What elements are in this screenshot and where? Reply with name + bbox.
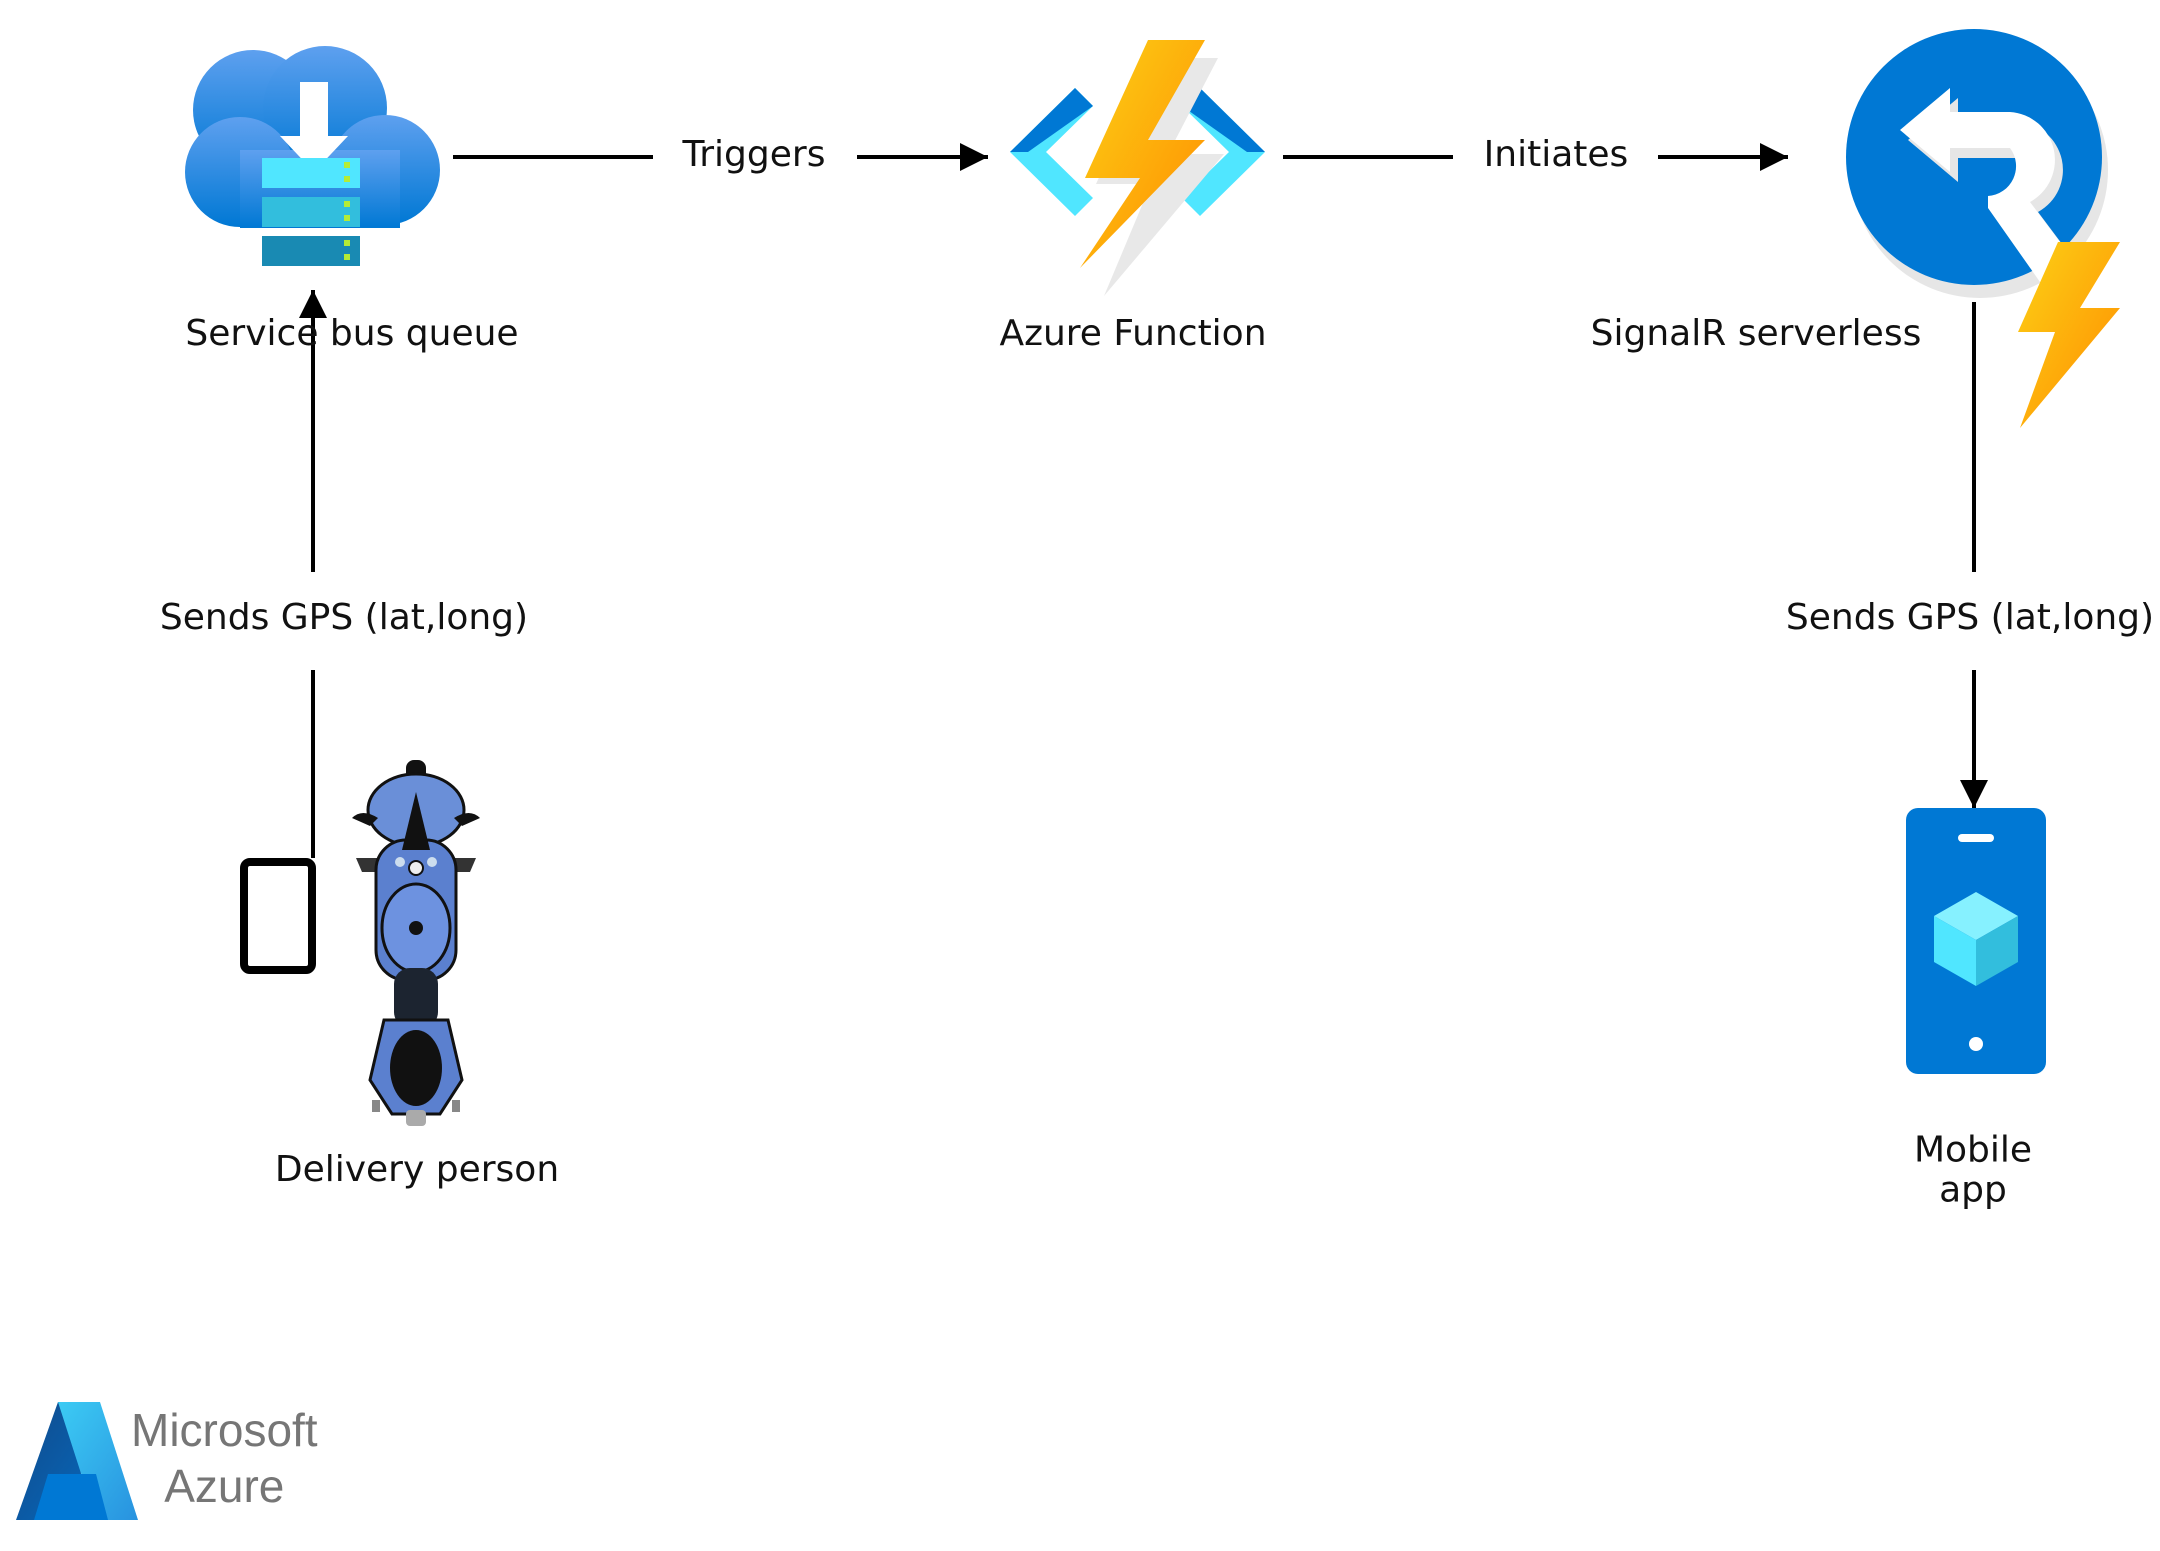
microsoft-azure-logo-text: Microsoft Azure [131,1402,318,1514]
tablet-icon [240,858,316,974]
mobile-app-icon [1906,808,2046,1074]
azure-function-label: Azure Function [999,313,1267,355]
mobile-app-label: Mobile app [1914,1130,2032,1209]
initiates-edge-label: Initiates [1483,134,1629,176]
motorcycle-icon [352,760,480,1126]
signalr-serverless-label: SignalR serverless [1590,313,1922,355]
azure-logo-icon [16,1402,138,1520]
triggers-edge-label: Triggers [682,134,826,176]
service-bus-queue-icon [185,46,440,266]
gps-left-edge-label: Sends GPS (lat,long) [159,597,529,639]
logo-line1: Microsoft [131,1404,318,1456]
logo-line2: Azure [164,1460,285,1512]
azure-function-icon [1010,40,1265,296]
delivery-person-label: Delivery person [274,1149,560,1191]
mobile-app-label-line1: Mobile [1913,1129,2033,1171]
service-bus-queue-label: Service bus queue [185,313,519,355]
mobile-app-label-line2: app [1939,1169,2007,1210]
gps-right-edge-label: Sends GPS (lat,long) [1785,597,2155,639]
signalr-icon [1846,29,2120,428]
